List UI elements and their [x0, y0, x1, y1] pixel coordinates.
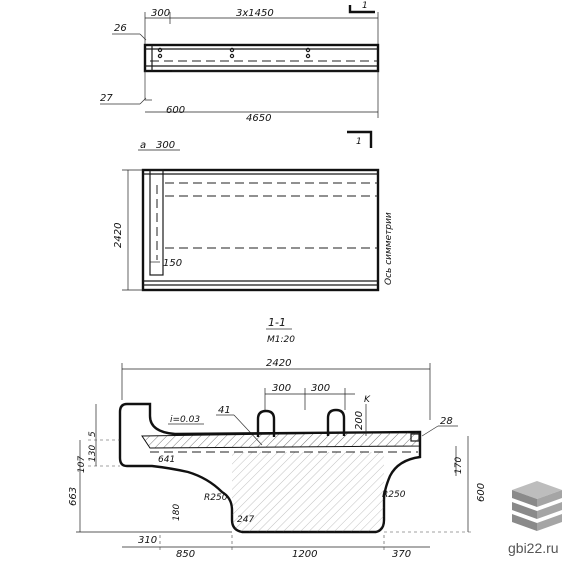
dim-130: 130 [88, 445, 98, 462]
dim-span: 3x1450 [236, 8, 274, 19]
dim-a: a [140, 140, 146, 151]
lifting-hole [305, 47, 311, 53]
dim-300-plan: 300 [156, 140, 175, 151]
lifting-hole [305, 53, 311, 59]
dim-663: 663 [68, 487, 79, 506]
end-detail [144, 71, 152, 101]
lifting-hole [229, 47, 235, 53]
dim-length: 4650 [246, 113, 271, 124]
r250-left: R250 [204, 493, 228, 503]
dim-170: 170 [454, 457, 464, 474]
section-mark-arrow [348, 5, 375, 14]
lifting-loop [256, 409, 276, 437]
slab-plan [141, 168, 380, 292]
dim-850: 850 [176, 549, 195, 560]
top-view: 300 3x1450 1 26 27 600 4650 [100, 1, 380, 124]
dim-200: 200 [354, 411, 365, 430]
dim-600: 600 [166, 105, 185, 116]
lifting-hole [229, 53, 235, 59]
section-mark-arrow [347, 130, 373, 148]
dim-370: 370 [392, 549, 411, 560]
callout-26: 26 [114, 23, 127, 34]
leader-line [139, 33, 147, 41]
dim-300-top: 300 [151, 8, 170, 19]
section-scale: M1:20 [267, 335, 295, 345]
leader-line [139, 97, 147, 105]
section-title: 1-1 [268, 316, 286, 329]
symmetry-axis-label: Ось симметрии [384, 212, 394, 285]
dim-107: 107 [77, 456, 87, 473]
section-mark-label: 1 [356, 137, 362, 147]
dim-150: 150 [163, 258, 182, 269]
leader-line [421, 425, 439, 437]
watermark-text: gbi22.ru [508, 540, 559, 556]
end-zone [149, 169, 164, 276]
slope-label: i=0.03 [170, 415, 200, 425]
section-view: 1-1 M1:20 2420 300 300 K i=0.03 41 28 [68, 316, 487, 560]
dim-1200: 1200 [292, 549, 317, 560]
dim-300-a: 300 [272, 383, 291, 394]
dim-641: 641 [158, 455, 175, 465]
dim-180: 180 [172, 504, 182, 521]
lifting-hole [157, 47, 163, 53]
plan-view: 1 a 300 2420 150 Ось симметрии [113, 130, 394, 292]
dim-300-b: 300 [311, 383, 330, 394]
section-mark-label: 1 [362, 1, 368, 11]
concrete-core [232, 452, 384, 532]
dim-2420-section: 2420 [266, 358, 291, 369]
lifting-hole [157, 53, 163, 59]
callout-41: 41 [218, 405, 231, 416]
anchor-detail [410, 433, 420, 442]
lifting-loop [326, 408, 346, 436]
dim-247: 247 [237, 515, 254, 525]
callout-27: 27 [100, 93, 113, 104]
callout-28: 28 [440, 416, 453, 427]
dim-600-section: 600 [476, 483, 487, 502]
dim-k: K [364, 395, 371, 405]
watermark-logo [512, 481, 562, 531]
dim-2420-plan: 2420 [113, 223, 124, 248]
dim-310: 310 [138, 535, 157, 546]
r250-right: R250 [382, 490, 406, 500]
dim-5: 5 [88, 431, 98, 437]
